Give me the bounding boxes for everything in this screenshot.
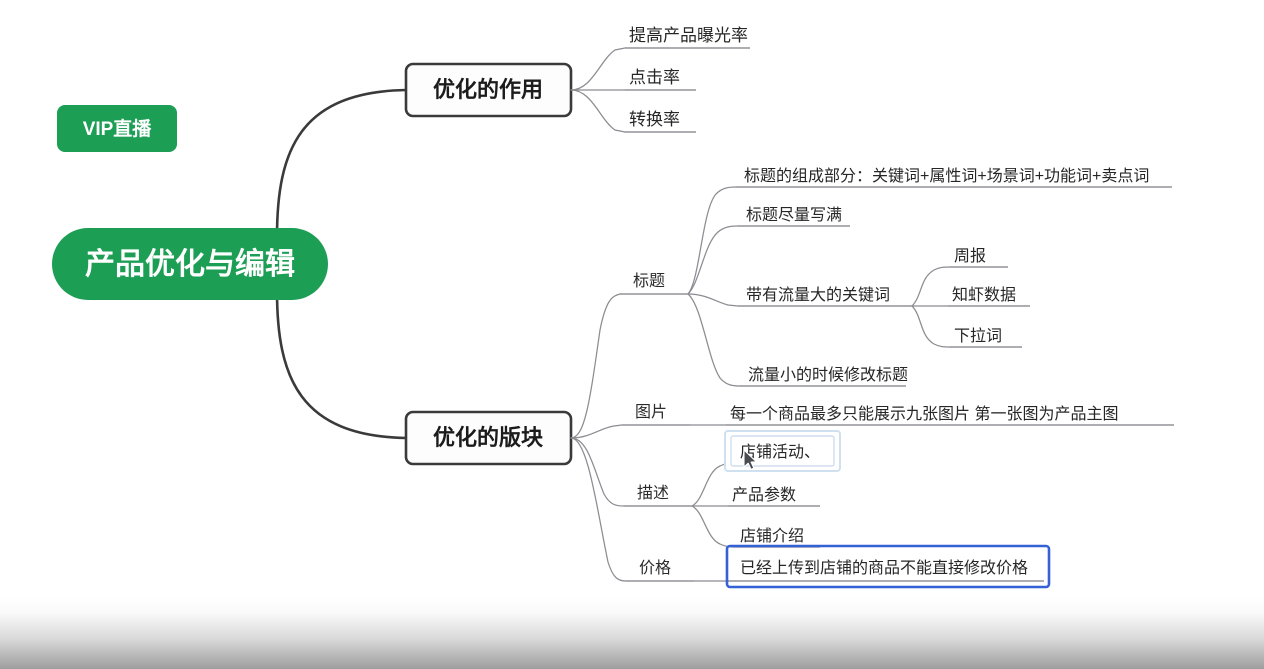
mouse-pointer-shape bbox=[743, 449, 757, 470]
category-label-title[interactable]: 标题 bbox=[633, 272, 665, 290]
twig-keyword-weekly bbox=[911, 266, 951, 307]
selected-box-shape bbox=[725, 544, 1051, 589]
keyword-twigs bbox=[911, 266, 1030, 348]
category-underlines bbox=[620, 293, 694, 582]
title-twigs bbox=[687, 186, 1172, 387]
category-label-description[interactable]: 描述 bbox=[637, 484, 669, 502]
leaf-label-image-rule[interactable]: 每一个商品最多只能展示九张图片 第一张图为产品主图 bbox=[730, 405, 1118, 423]
leaf-label-price-rule: 已经上传到店铺的商品不能直接修改价格 bbox=[740, 559, 1028, 577]
node-shop-activity-hovered[interactable]: 店铺活动、 bbox=[724, 430, 841, 472]
node-vip-live[interactable]: VIP直播 bbox=[57, 105, 177, 152]
stem-to-image bbox=[570, 424, 623, 439]
twig-title-fill bbox=[687, 225, 739, 295]
twig-description-intro bbox=[691, 505, 737, 548]
node-vip-live-shape bbox=[57, 105, 177, 152]
category-labels: 标题 图片 描述 价格 bbox=[633, 272, 671, 577]
twig-title-composition bbox=[687, 186, 737, 295]
leaf-label-product-params[interactable]: 产品参数 bbox=[732, 486, 796, 504]
leaf-label-title-lowtraffic[interactable]: 流量小的时候修改标题 bbox=[748, 366, 908, 384]
leaf-label-shop-intro[interactable]: 店铺介绍 bbox=[740, 527, 804, 545]
leaf-label-title-fill[interactable]: 标题尽量写满 bbox=[746, 206, 842, 224]
twig-effect-3 bbox=[570, 89, 626, 133]
effect-leaf-labels: 提高产品曝光率 点击率 转换率 bbox=[629, 26, 748, 129]
leaf-label-dropdown-word[interactable]: 下拉词 bbox=[954, 327, 1002, 345]
leaf-label-exposure[interactable]: 提高产品曝光率 bbox=[629, 26, 748, 45]
leaf-label-conversion[interactable]: 转换率 bbox=[629, 110, 680, 129]
leaf-label-weekly-report[interactable]: 周报 bbox=[954, 247, 986, 265]
section-category-stems bbox=[570, 293, 627, 582]
node-branch-effect[interactable]: 优化的作用 bbox=[404, 62, 573, 118]
leaf-label-shop-activity: 店铺活动、 bbox=[740, 443, 820, 461]
node-branch-sections-label: 优化的版块 bbox=[433, 425, 544, 450]
hover-inner-shape bbox=[730, 435, 835, 467]
node-branch-effect-label: 优化的作用 bbox=[433, 77, 543, 102]
connector-root-to-sections bbox=[275, 289, 408, 440]
twig-keyword-dropdown bbox=[911, 305, 951, 348]
connector-root-to-effect bbox=[275, 88, 408, 239]
stem-to-price bbox=[570, 437, 627, 582]
category-label-price[interactable]: 价格 bbox=[639, 559, 671, 577]
node-branch-sections[interactable]: 优化的版块 bbox=[404, 410, 573, 466]
leaf-label-title-composition[interactable]: 标题的组成部分：关键词+属性词+场景词+功能词+卖点词 bbox=[744, 167, 1149, 185]
node-vip-live-label: VIP直播 bbox=[83, 117, 153, 140]
root-branch-connectors bbox=[275, 88, 408, 440]
leaf-label-ctr[interactable]: 点击率 bbox=[629, 68, 680, 87]
twig-title-lowtraffic bbox=[687, 293, 741, 387]
twig-title-keyword bbox=[687, 293, 739, 307]
leaf-label-zhixia-data[interactable]: 知虾数据 bbox=[952, 286, 1016, 304]
node-root-shape bbox=[52, 228, 328, 300]
twig-effect-1 bbox=[570, 47, 626, 91]
node-root[interactable]: 产品优化与编辑 bbox=[52, 228, 328, 300]
stem-to-title bbox=[570, 293, 621, 439]
effect-twigs bbox=[570, 47, 750, 133]
title-leaf-labels: 标题的组成部分：关键词+属性词+场景词+功能词+卖点词 标题尽量写满 带有流量大… bbox=[744, 167, 1149, 384]
description-leaf-labels: 产品参数 店铺介绍 bbox=[732, 486, 804, 545]
leaf-label-title-keyword[interactable]: 带有流量大的关键词 bbox=[746, 286, 890, 304]
stem-to-description bbox=[570, 437, 625, 507]
category-label-image[interactable]: 图片 bbox=[635, 403, 667, 421]
image-twigs: 每一个商品最多只能展示九张图片 第一张图为产品主图 bbox=[689, 405, 1174, 426]
node-price-rule-selected[interactable]: 已经上传到店铺的商品不能直接修改价格 bbox=[725, 544, 1051, 589]
keyword-leaf-labels: 周报 知虾数据 下拉词 bbox=[952, 247, 1016, 345]
mouse-pointer-icon bbox=[743, 449, 757, 470]
node-root-label: 产品优化与编辑 bbox=[85, 247, 295, 281]
